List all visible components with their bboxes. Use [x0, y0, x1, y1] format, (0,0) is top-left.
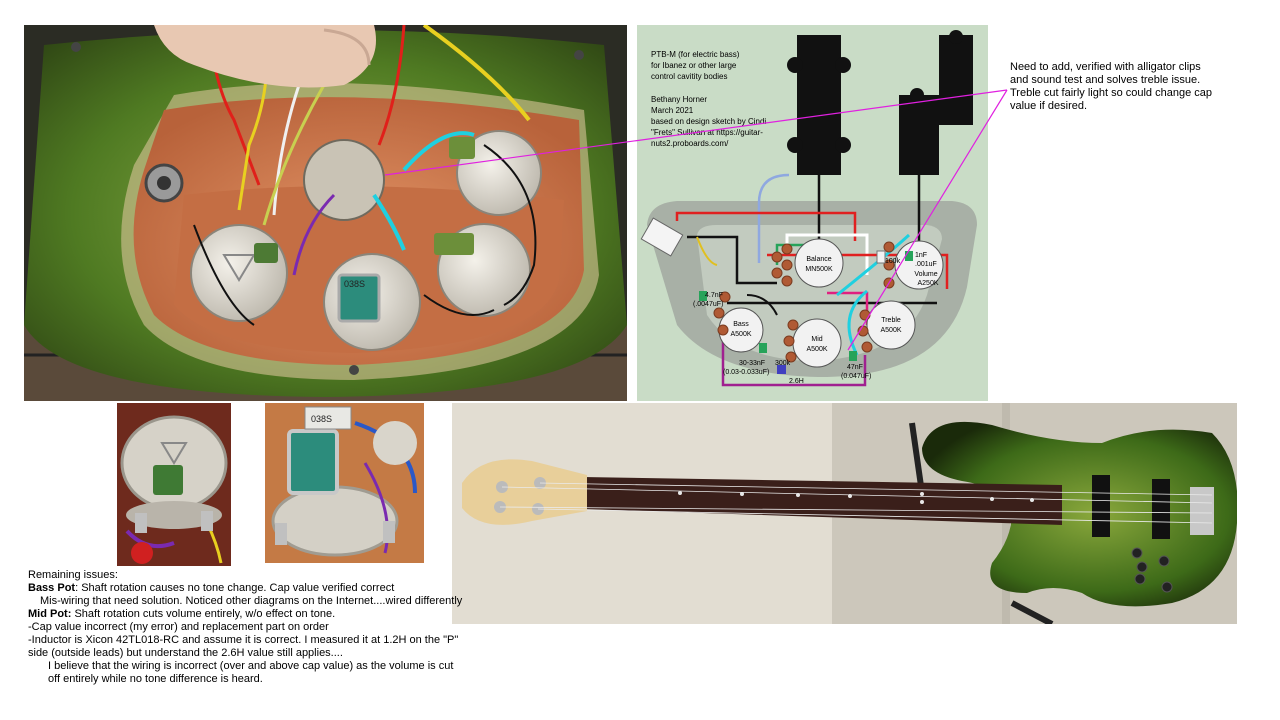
svg-text:Balance: Balance	[806, 256, 831, 263]
neck-pickup	[787, 35, 851, 175]
label-1nf-alt: .001uF	[915, 261, 937, 268]
res-100k	[876, 250, 886, 264]
bass-pot-closeup-photo	[117, 403, 231, 566]
wiring-diagram: PTB-M (for electric bass) for Ibanez or …	[637, 25, 988, 401]
output-jack	[640, 217, 684, 257]
issue-cap-value: -Cap value incorrect (my error) and repl…	[28, 621, 329, 633]
svg-text:Bass: Bass	[733, 321, 749, 328]
bass-guitar-photo	[452, 403, 1238, 627]
mid-pot-closeup-photo: 038S	[265, 403, 424, 563]
svg-text:Volume: Volume	[914, 271, 937, 278]
inductor-symbol	[777, 365, 786, 374]
label-mid-res: 300k	[775, 360, 791, 367]
annotation-note: Need to add, verified with alligator cli…	[1010, 61, 1212, 112]
issue-inductor-1: -Inductor is Xicon 42TL018-RC and assume…	[28, 634, 459, 646]
svg-text:control cavitity bodies: control cavitity bodies	[651, 72, 727, 81]
remaining-issues: Remaining issues: Bass Pot: Shaft rotati…	[28, 569, 468, 686]
cap-treble	[849, 351, 857, 361]
label-100k: 100k	[885, 258, 901, 265]
inductor-marking: 038S	[344, 279, 365, 289]
guitar-headstock	[462, 459, 587, 525]
cap-bass	[699, 291, 707, 301]
svg-text:PTB-M (for electric bass): PTB-M (for electric bass)	[651, 50, 740, 59]
svg-text:Bethany Horner: Bethany Horner	[651, 95, 707, 104]
diagram-credits: Bethany Horner March 2021 based on desig…	[651, 95, 766, 148]
svg-text:Treble: Treble	[881, 317, 901, 324]
issue-bass-pot-detail: Mis-wiring that need solution. Noticed o…	[40, 595, 463, 607]
label-treble-cap-b: (0.047uF)	[841, 373, 871, 380]
cavity-photo: 038S	[24, 23, 627, 401]
balance-pot: Balance MN500K	[794, 238, 844, 288]
issue-belief-1: I believe that the wiring is incorrect (…	[48, 660, 454, 672]
svg-text:nuts2.proboards.com/: nuts2.proboards.com/	[651, 139, 729, 148]
label-bass-cap-a: 4.7nF	[705, 292, 723, 299]
bridge-pickup	[899, 30, 973, 175]
label-bass-cap-b: (.0047uF)	[693, 301, 723, 308]
issue-mid-pot: Mid Pot: Shaft rotation cuts volume enti…	[28, 608, 336, 620]
svg-text:for Ibanez or other large: for Ibanez or other large	[651, 61, 737, 70]
svg-text:Mid: Mid	[811, 336, 822, 343]
issues-heading: Remaining issues:	[28, 569, 118, 581]
cap-mid	[759, 343, 767, 353]
svg-text:038S: 038S	[311, 414, 332, 424]
issue-bass-pot: Bass Pot: Shaft rotation causes no tone …	[28, 582, 395, 594]
label-mid-cap-b: (0.03-0.033uF)	[723, 369, 769, 376]
label-treble-cap-a: 47nF	[847, 364, 863, 371]
svg-text:March 2021: March 2021	[651, 106, 694, 115]
svg-text:A500K: A500K	[880, 327, 901, 334]
label-1nf: 1nF	[915, 252, 927, 259]
svg-text:A500K: A500K	[806, 346, 827, 353]
guitar-neck	[582, 477, 1062, 525]
issue-inductor-2: side (outside leads) but understand the …	[28, 647, 343, 659]
bass-pot: Bass A500K	[718, 307, 764, 353]
label-mid-cap-a: 30-33nF	[739, 360, 765, 367]
svg-text:"Frets" Sullivan at https://gu: "Frets" Sullivan at https://guitar-	[651, 128, 763, 137]
svg-text:MN500K: MN500K	[805, 266, 833, 273]
issue-belief-2: off entirely while no tone difference is…	[48, 673, 263, 685]
label-inductor: 2.6H	[789, 378, 804, 385]
svg-text:A500K: A500K	[730, 331, 751, 338]
svg-text:A250K: A250K	[917, 280, 938, 287]
cap-1nf	[905, 251, 913, 261]
treble-pot: Treble A500K	[866, 300, 916, 350]
diagram-title: PTB-M (for electric bass) for Ibanez or …	[651, 50, 740, 81]
svg-text:based on design sketch by Cind: based on design sketch by Cindi	[651, 117, 766, 126]
